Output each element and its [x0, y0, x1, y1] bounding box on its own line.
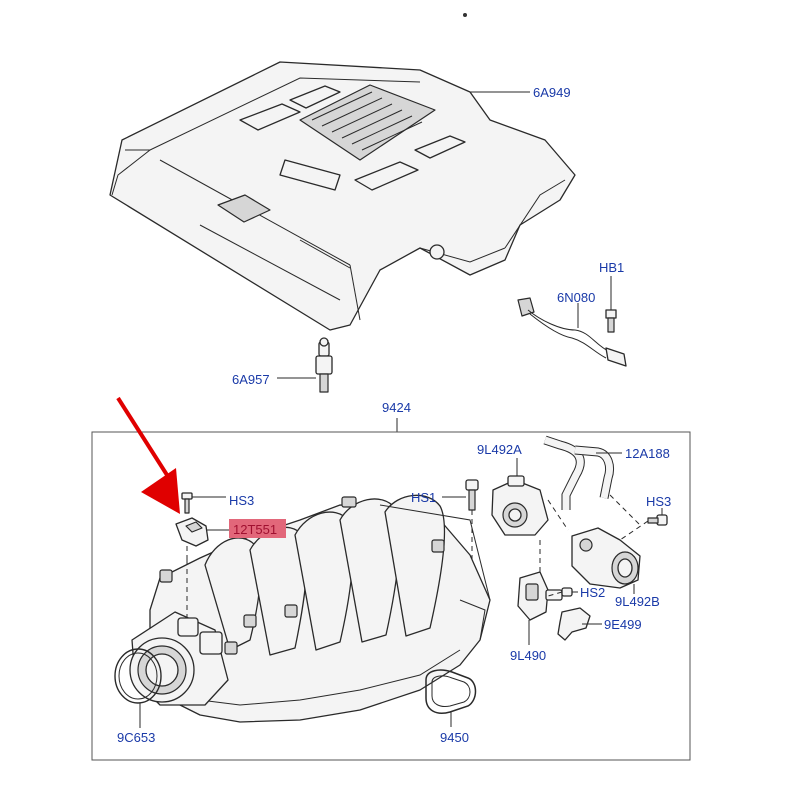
label-screw-hs3-right: HS3: [646, 494, 671, 509]
wiring-harness[interactable]: [517, 297, 627, 367]
label-valve-9l492a: 9L492A: [477, 442, 522, 457]
assembly-frame: [91, 431, 691, 761]
valve-9l492a[interactable]: [491, 458, 549, 536]
valve-9l490[interactable]: [517, 571, 563, 645]
label-stud: 6A957: [232, 372, 270, 387]
label-manifold-assembly: 9424: [382, 400, 411, 415]
label-valve-9l490: 9L490: [510, 648, 546, 663]
valve-9l492b[interactable]: [571, 527, 641, 594]
label-gasket-9c653: 9C653: [117, 730, 155, 745]
screw-hs2[interactable]: [547, 587, 578, 597]
engine-cover[interactable]: [109, 61, 576, 331]
screw-hs3-left[interactable]: [181, 492, 226, 514]
label-connector: 9E499: [604, 617, 642, 632]
sensor-highlight: [229, 519, 286, 538]
label-hose: 12A188: [625, 446, 670, 461]
guide-line-1: [547, 499, 569, 531]
guide-line-2: [609, 494, 641, 526]
red-arrow: [116, 396, 180, 514]
label-bolt-hs1: HS1: [411, 490, 436, 505]
connector-9e499[interactable]: [557, 607, 602, 641]
label-screw-hs2: HS2: [580, 585, 605, 600]
label-bolt-hb1: HB1: [599, 260, 624, 275]
bolt-hb1[interactable]: [605, 276, 617, 333]
gasket-9450[interactable]: [425, 669, 477, 727]
label-valve-9l492b: 9L492B: [615, 594, 660, 609]
speck: [463, 13, 467, 17]
hose-12a188[interactable]: [543, 435, 622, 510]
gasket-9c653[interactable]: [114, 648, 162, 728]
intake-manifold[interactable]: [149, 494, 491, 723]
label-engine-cover: 6A949: [533, 85, 571, 100]
label-gasket-9450: 9450: [440, 730, 469, 745]
sensor-12t551[interactable]: [175, 517, 229, 560]
stud-6a957[interactable]: [277, 337, 333, 393]
throttle-body[interactable]: [129, 611, 229, 706]
label-sensor: 12T551: [233, 522, 277, 537]
bolt-hs1[interactable]: [442, 479, 479, 560]
screw-hs3-right[interactable]: [619, 508, 668, 541]
label-harness: 6N080: [557, 290, 595, 305]
label-screw-hs3-left: HS3: [229, 493, 254, 508]
